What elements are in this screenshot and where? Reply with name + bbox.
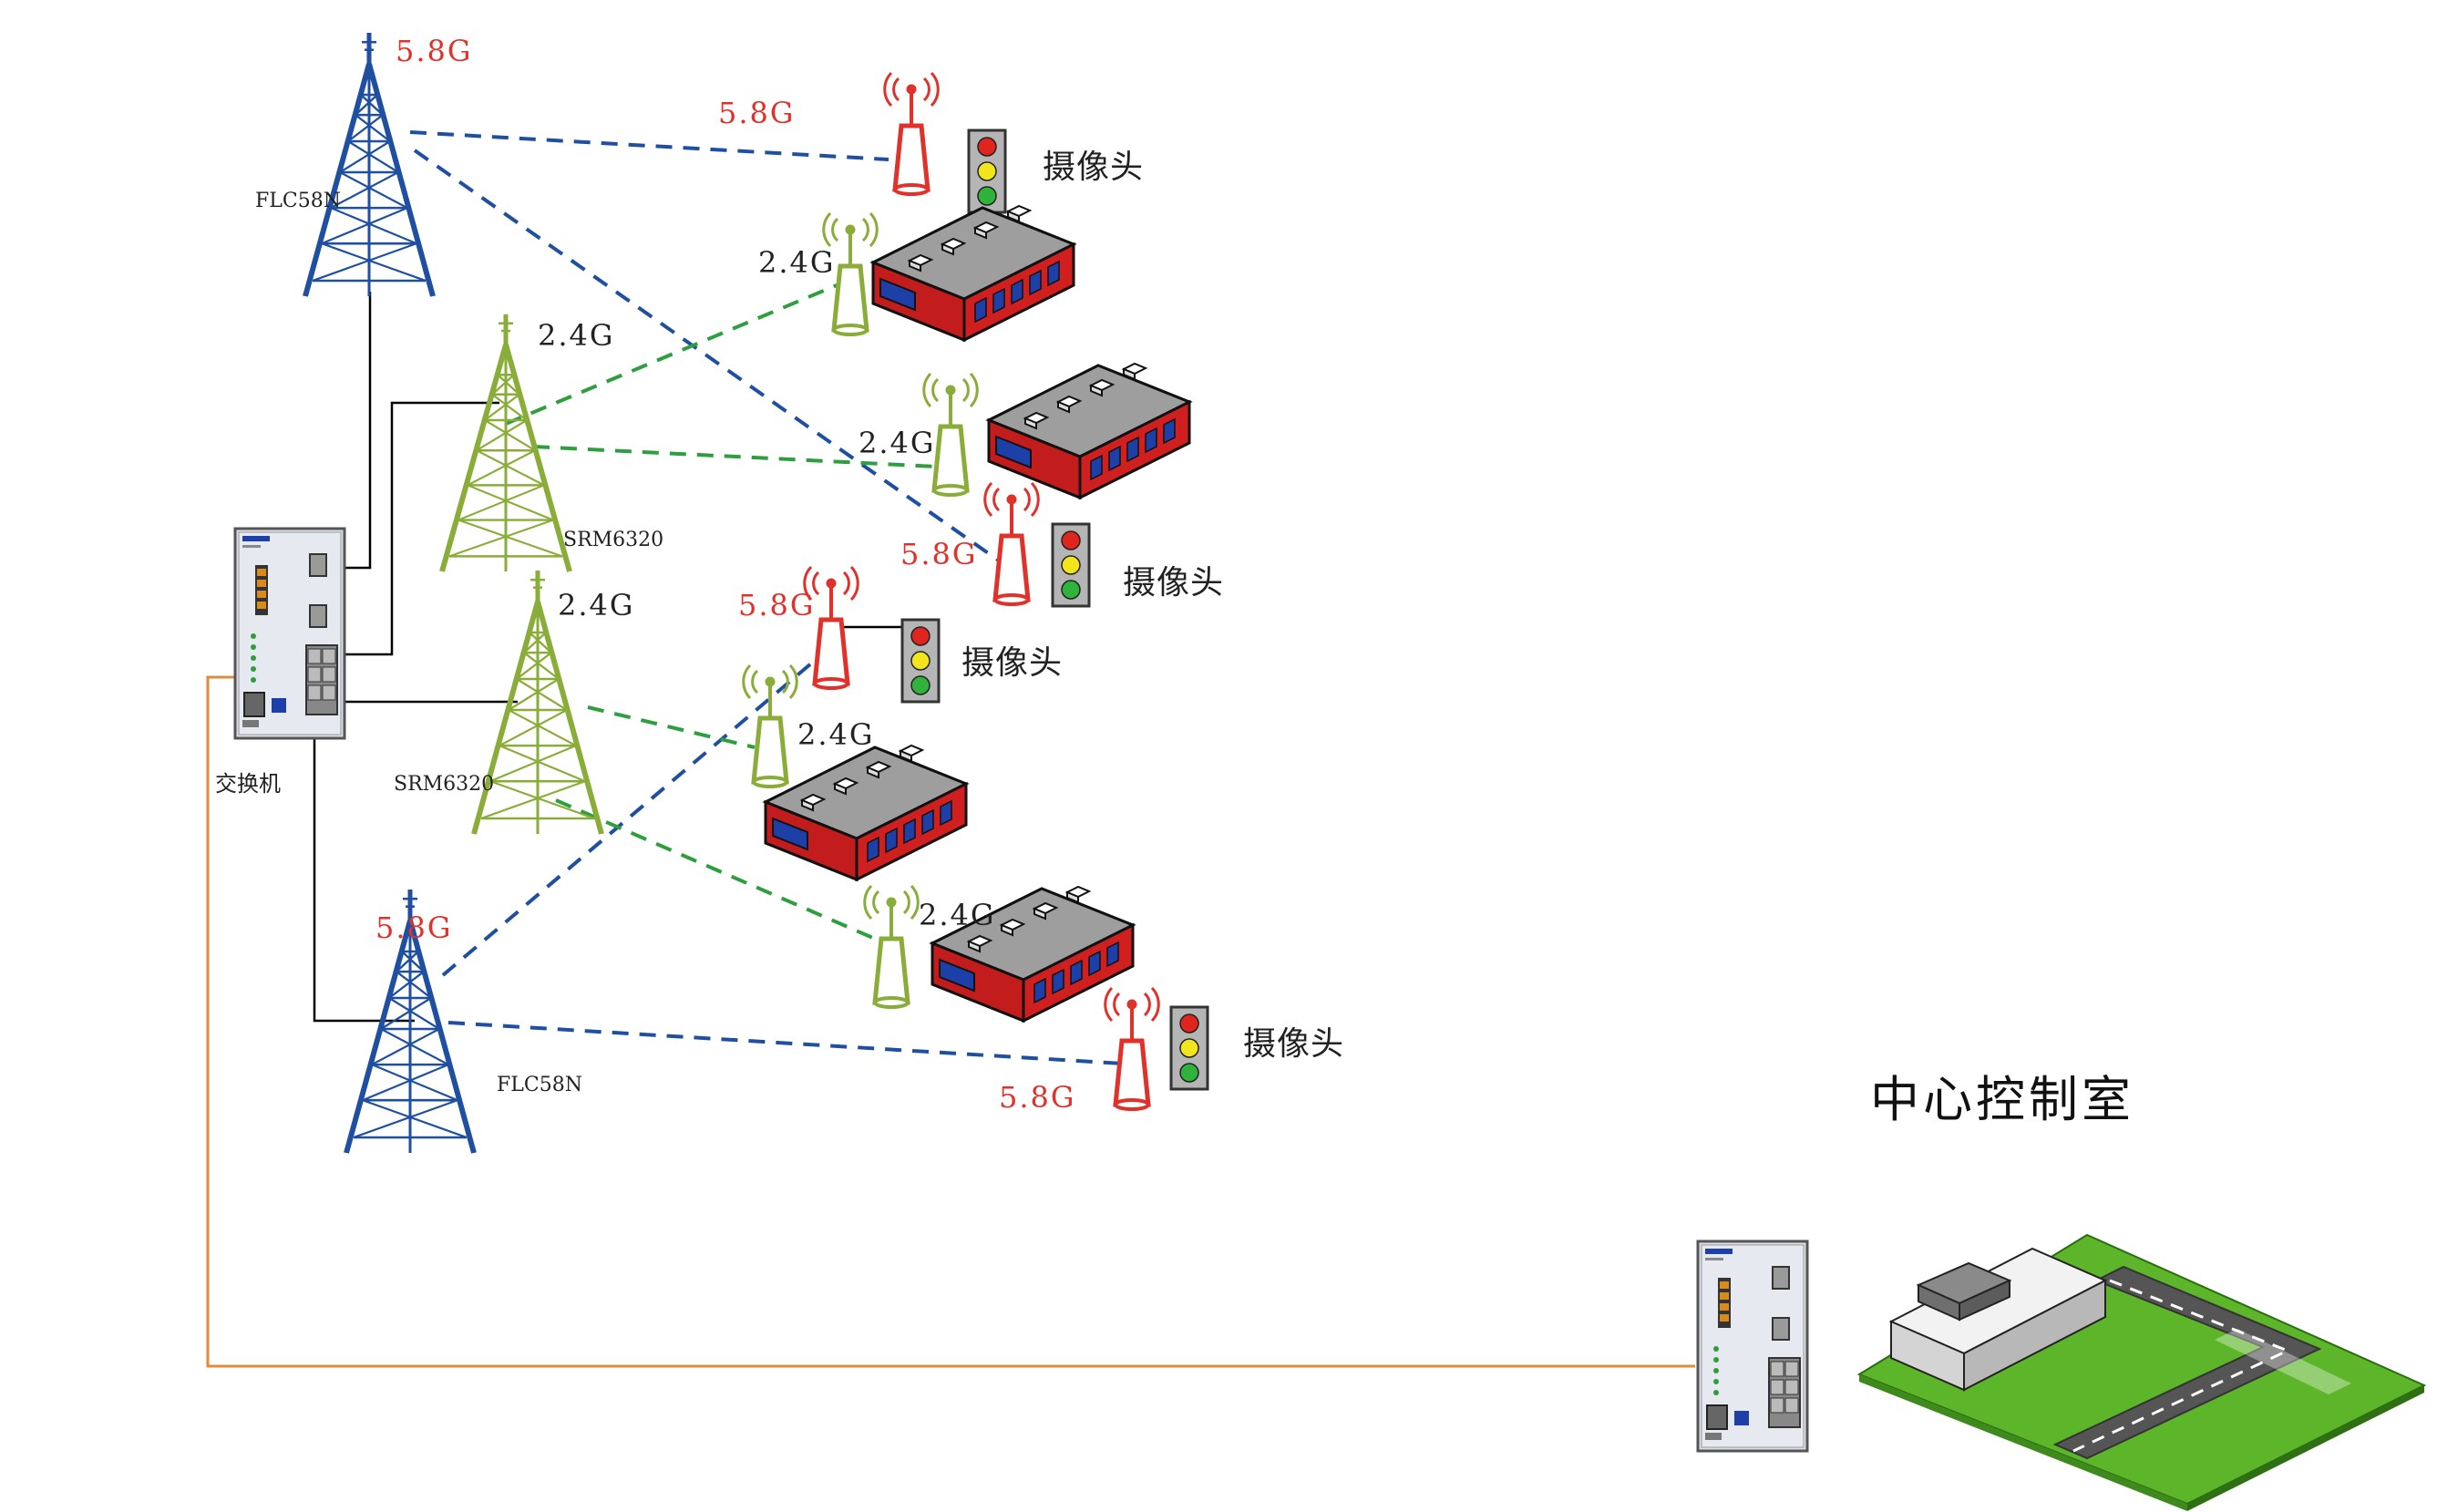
tower-srm6320-top (442, 314, 570, 571)
cable-switch-srm-top (343, 401, 499, 656)
train-car-1 (871, 204, 1075, 342)
links-5-8g (409, 130, 1124, 1065)
traffic-light-2 (1051, 522, 1091, 608)
freq-label-antenna-24-2: 2.4G (859, 426, 936, 460)
antenna-5-8g-4 (1105, 988, 1158, 1109)
fiber-to-control-room (206, 675, 1695, 1368)
camera-label-3: 摄像头 (961, 644, 1064, 682)
control-room-title: 中心控制室 (1870, 1071, 2134, 1128)
camera-label-4: 摄像头 (1243, 1025, 1345, 1063)
freq-label-antenna-2: 5.8G (900, 537, 978, 571)
freq-label-link-top: 5.8G (718, 96, 796, 130)
switch-label: 交换机 (215, 771, 281, 797)
traffic-light-4 (1169, 1005, 1209, 1091)
tower-label-srm-top: SRM6320 (563, 529, 664, 551)
freq-label-antenna-24-1: 2.4G (758, 245, 836, 280)
camera-label-1: 摄像头 (1043, 149, 1145, 186)
freq-label-antenna-24-4: 2.4G (919, 898, 996, 932)
switch-field (233, 527, 346, 740)
traffic-light-3 (900, 618, 941, 704)
control-room-building (1856, 1233, 2427, 1511)
tower-label-flc-top: FLC58N (255, 190, 341, 212)
freq-label-srm-bottom: 2.4G (558, 588, 635, 622)
freq-label-tower-top: 5.8G (396, 34, 473, 68)
switch-control-room (1696, 1239, 1809, 1453)
camera-label-2: 摄像头 (1123, 564, 1225, 602)
cable-switch-flc-top (323, 292, 372, 570)
links-2-4g (505, 283, 938, 941)
train-car-2 (987, 362, 1191, 499)
antenna-5-8g-1 (885, 73, 938, 194)
train-car-3 (764, 744, 968, 881)
tower-label-flc-bottom: FLC58N (497, 1074, 582, 1096)
tower-flc58n-top (305, 33, 433, 296)
antenna-2-4g-3 (744, 665, 797, 787)
antenna-5-8g-2 (985, 483, 1038, 604)
freq-label-antenna-4: 5.8G (999, 1080, 1076, 1115)
freq-label-antenna-3: 5.8G (738, 588, 816, 622)
antenna-2-4g-4 (865, 886, 918, 1007)
freq-label-tower-bottom: 5.8G (375, 910, 453, 945)
tower-label-srm-bottom: SRM6320 (394, 773, 495, 796)
freq-label-srm-top: 2.4G (538, 318, 615, 353)
road (2052, 1265, 2322, 1460)
traffic-light-1 (967, 129, 1007, 214)
freq-label-antenna-24-3: 2.4G (797, 717, 875, 752)
